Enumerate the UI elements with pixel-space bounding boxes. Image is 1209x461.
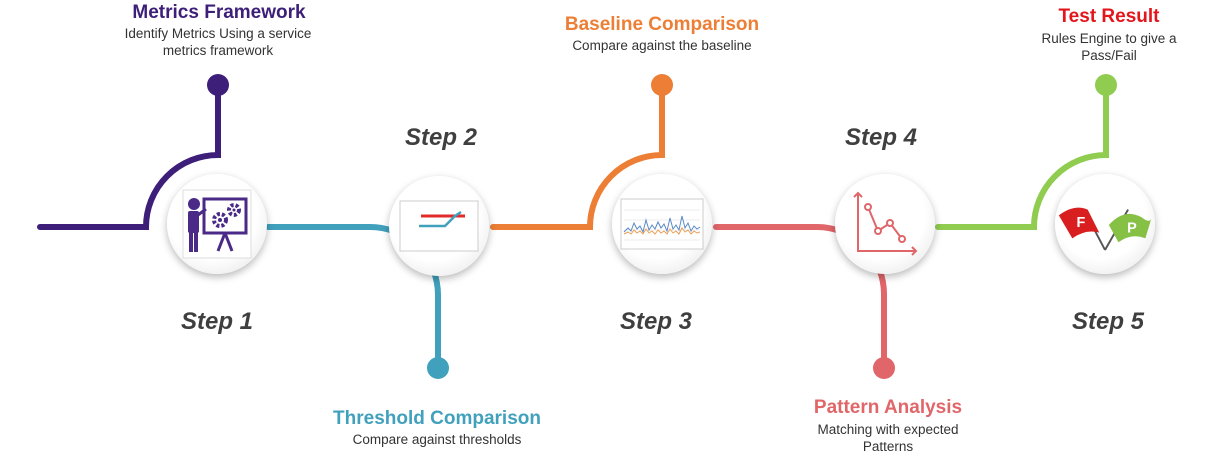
step5-label: Step 5 <box>1071 308 1145 335</box>
connector-step1 <box>37 82 221 230</box>
pattern-chart-icon <box>853 191 918 256</box>
step2-circle <box>389 176 489 276</box>
step3-circle <box>612 174 712 274</box>
step5-circle: F P <box>1055 174 1155 274</box>
step5-description: Rules Engine to give a Pass/Fail <box>1041 31 1177 63</box>
pass-flag-label: P <box>1127 221 1137 237</box>
connector-step5 <box>935 82 1109 230</box>
step3-description: Compare against the baseline <box>572 38 752 53</box>
step4-circle <box>835 174 935 274</box>
step3-title: Baseline Comparison <box>564 14 760 35</box>
endpoint-step2 <box>427 357 449 379</box>
step2-title: Threshold Comparison <box>333 408 541 429</box>
step1-title: Metrics Framework <box>132 2 306 23</box>
step4-title: Pattern Analysis <box>813 397 963 418</box>
step1-circle <box>167 174 267 274</box>
endpoint-step1 <box>207 74 229 96</box>
fail-flag-label: F <box>1077 215 1086 231</box>
step2-label: Step 2 <box>404 124 478 151</box>
endpoint-step4 <box>873 357 895 379</box>
step1-label: Step 1 <box>180 308 254 335</box>
endpoint-step5 <box>1095 74 1117 96</box>
pass-flag <box>1108 213 1152 243</box>
connector-step3 <box>490 82 665 230</box>
baseline-graph-icon <box>620 198 704 250</box>
presentation-gears-icon <box>182 189 252 259</box>
step4-label: Step 4 <box>844 124 918 151</box>
step3-label: Step 3 <box>619 308 693 335</box>
pass-fail-flags-icon: F P <box>1058 207 1152 251</box>
threshold-chart-icon <box>399 200 479 252</box>
fail-flag <box>1058 207 1100 239</box>
step2-description: Compare against thresholds <box>352 432 522 447</box>
step4-description: Matching with expected Patterns <box>817 422 959 454</box>
endpoint-step3 <box>651 74 673 96</box>
step1-description: Identify Metrics Using a service metrics… <box>124 26 312 58</box>
step5-title: Test Result <box>1058 6 1160 27</box>
